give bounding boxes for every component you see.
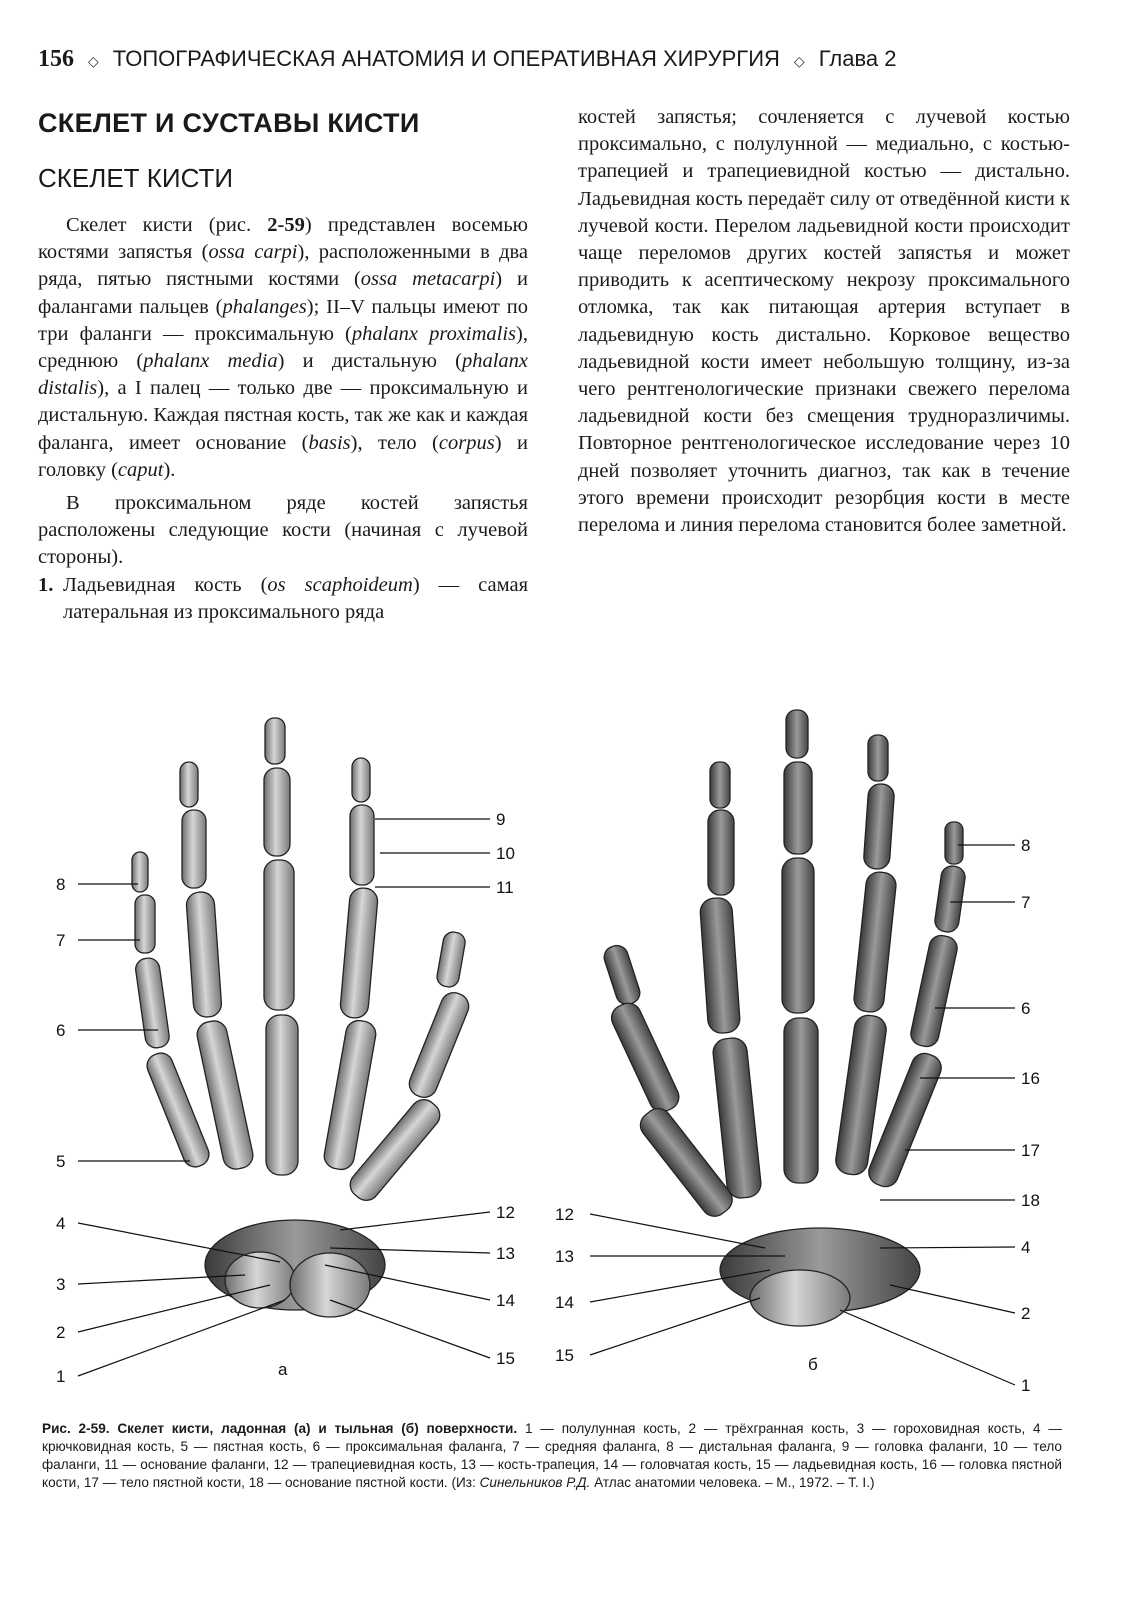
callout-label: 6 bbox=[1021, 999, 1030, 1018]
separator-glyph: ◇ bbox=[88, 53, 99, 69]
left-column: СКЕЛЕТ И СУСТАВЫ КИСТИ СКЕЛЕТ КИСТИ Скел… bbox=[38, 100, 528, 626]
callout-label: 2 bbox=[1021, 1304, 1030, 1323]
callout-label: 13 bbox=[496, 1244, 515, 1263]
paragraph-scaphoid-continued: костей запястья; сочленяется с лучевой к… bbox=[578, 106, 1070, 537]
leader-lines-a bbox=[77, 818, 491, 1377]
callouts-b-left: 12 13 14 15 bbox=[555, 1205, 574, 1365]
panel-label-b: б bbox=[808, 1355, 818, 1374]
carpal-bones bbox=[289, 1252, 371, 1318]
callout-label: 3 bbox=[56, 1275, 65, 1294]
right-column: костей запястья; сочленяется с лучевой к… bbox=[578, 104, 1070, 539]
callout-label: 15 bbox=[496, 1349, 515, 1368]
running-title: ТОПОГРАФИЧЕСКАЯ АНАТОМИЯ И ОПЕРАТИВНАЯ Х… bbox=[112, 46, 780, 71]
figure-caption: Рис. 2-59. Скелет кисти, ладонная (а) и … bbox=[42, 1420, 1062, 1492]
callout-label: 12 bbox=[496, 1203, 515, 1222]
callout-label: 6 bbox=[56, 1021, 65, 1040]
callout-label: 1 bbox=[56, 1367, 65, 1386]
callout-label: 7 bbox=[56, 931, 65, 950]
callout-label: 13 bbox=[555, 1247, 574, 1266]
carpal-bones bbox=[749, 1269, 851, 1327]
finger-thumb bbox=[603, 944, 733, 1217]
callouts-a-right: 9 10 11 12 13 14 15 bbox=[496, 810, 515, 1368]
callout-label: 8 bbox=[1021, 836, 1030, 855]
callout-label: 14 bbox=[555, 1293, 574, 1312]
caption-source-author: Синельников Р.Д. bbox=[479, 1475, 591, 1490]
callouts-a-left: 8 7 6 5 4 3 2 1 bbox=[56, 875, 65, 1386]
subsection-title: СКЕЛЕТ КИСТИ bbox=[38, 163, 234, 193]
callout-label: 5 bbox=[56, 1152, 65, 1171]
finger-middle bbox=[263, 717, 299, 1176]
callout-label: 18 bbox=[1021, 1191, 1040, 1210]
caption-text: 1 — полулунная кость, 2 — трёхгранная ко… bbox=[42, 1421, 1062, 1490]
caption-title: Рис. 2-59. Скелет кисти, ладонная (а) и … bbox=[42, 1421, 518, 1436]
callout-label: 9 bbox=[496, 810, 505, 829]
callout-label: 4 bbox=[56, 1214, 65, 1233]
hand-dorsal-view bbox=[603, 709, 966, 1327]
finger-little bbox=[868, 821, 966, 1188]
finger-middle bbox=[781, 709, 819, 1184]
callout-label: 14 bbox=[496, 1291, 515, 1310]
callout-label: 12 bbox=[555, 1205, 574, 1224]
hand-palmar-view bbox=[131, 717, 470, 1318]
list-item-scaphoid: 1.Ладьевидная кость (os scaphoideum) — с… bbox=[38, 573, 528, 623]
figure-hand-skeleton: 8 7 6 5 4 3 2 1 9 10 11 12 13 14 15 а bbox=[40, 700, 1100, 1410]
callout-label: 2 bbox=[56, 1323, 65, 1342]
callout-label: 8 bbox=[56, 875, 65, 894]
callout-label: 10 bbox=[496, 844, 515, 863]
figure-ref[interactable]: 2-59 bbox=[267, 214, 305, 236]
callouts-b-right: 8 7 6 16 17 18 4 2 1 bbox=[1021, 836, 1040, 1395]
finger-ring bbox=[835, 734, 897, 1176]
finger-thumb bbox=[349, 931, 470, 1201]
page-number: 156 bbox=[38, 46, 74, 72]
chapter-label: Глава 2 bbox=[818, 46, 897, 71]
hand-illustration: 8 7 6 5 4 3 2 1 9 10 11 12 13 14 15 а bbox=[56, 709, 1040, 1395]
panel-label-a: а bbox=[278, 1360, 288, 1379]
finger-ring bbox=[179, 761, 254, 1170]
separator-glyph: ◇ bbox=[793, 53, 805, 69]
section-title: СКЕЛЕТ И СУСТАВЫ КИСТИ bbox=[38, 108, 420, 138]
running-header: 156 ◇ ТОПОГРАФИЧЕСКАЯ АНАТОМИЯ И ОПЕРАТИ… bbox=[38, 46, 1098, 82]
callout-label: 7 bbox=[1021, 893, 1030, 912]
paragraph-skeleton: Скелет кисти (рис. 2-59) представлен вос… bbox=[38, 214, 529, 481]
callout-label: 15 bbox=[555, 1346, 574, 1365]
paragraph-proximal-row: В проксимальном ряде костей запястья рас… bbox=[38, 492, 528, 569]
finger-little bbox=[131, 851, 210, 1168]
callout-label: 16 bbox=[1021, 1069, 1040, 1088]
finger-index bbox=[699, 761, 762, 1199]
caption-source: Атлас анатомии человека. – М., 1972. – Т… bbox=[590, 1475, 875, 1490]
callout-label: 4 bbox=[1021, 1238, 1030, 1257]
callout-label: 11 bbox=[496, 878, 514, 897]
leader-lines-b bbox=[589, 844, 1016, 1386]
callout-label: 17 bbox=[1021, 1141, 1040, 1160]
callout-label: 1 bbox=[1021, 1376, 1030, 1395]
finger-index bbox=[323, 757, 379, 1171]
